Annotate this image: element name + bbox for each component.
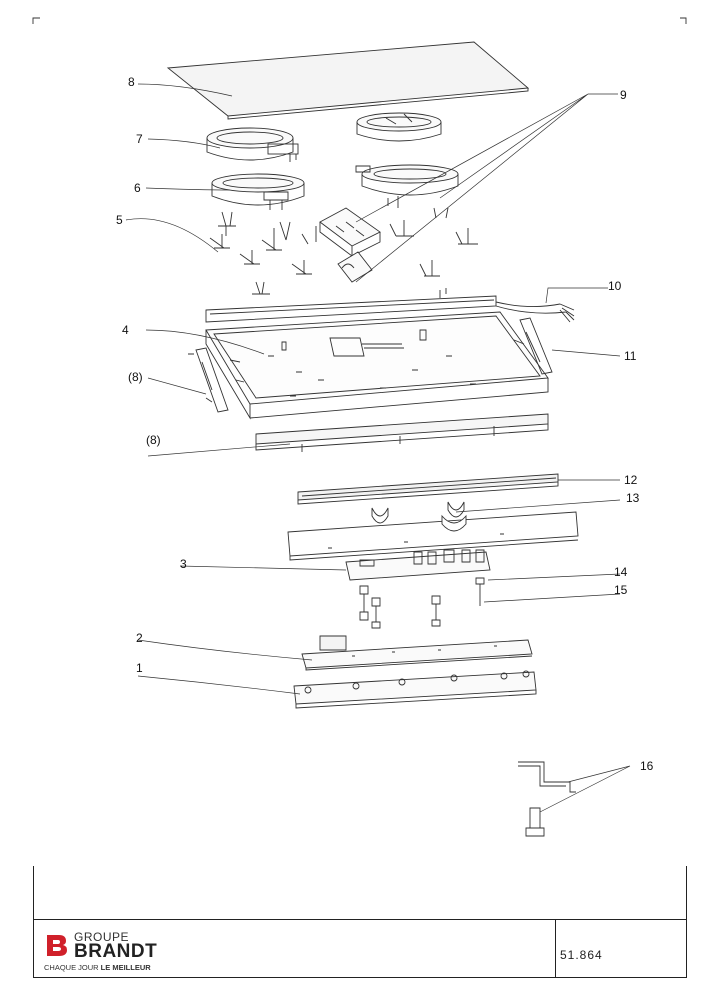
- clip-13: [371, 501, 465, 524]
- callout-11: 11: [624, 349, 637, 363]
- brand-tagline-bold: LE MEILLEUR: [100, 963, 151, 972]
- terminal-block-9: [319, 207, 381, 283]
- callout-12: 12: [624, 473, 638, 487]
- knob-shafts: [359, 585, 441, 629]
- front-trim-rail: [255, 413, 549, 452]
- title-block: GROUPE BRANDT CHAQUE JOUR LE MEILLEUR: [33, 866, 687, 978]
- chassis-4: [205, 311, 549, 420]
- control-rail-12: [297, 473, 559, 505]
- leader-lines: [125, 83, 631, 813]
- heating-element-7: [206, 127, 299, 162]
- callout-16: 16: [640, 759, 654, 773]
- callout-8-front-rail: (8): [146, 433, 161, 447]
- potentiometer-14: [475, 577, 485, 600]
- frame-top-left-mark: [32, 17, 40, 24]
- fixing-bracket-16: [518, 761, 576, 793]
- callout-6: 6: [134, 181, 141, 195]
- brandt-logo: GROUPE BRANDT CHAQUE JOUR LE MEILLEUR: [42, 926, 202, 974]
- brand-name-text: BRANDT: [74, 941, 158, 962]
- support-clips-5: [209, 207, 478, 295]
- heating-element-6: [211, 173, 305, 210]
- callout-14: 14: [614, 565, 628, 579]
- callout-1: 1: [136, 661, 143, 675]
- callout-3: 3: [180, 557, 187, 571]
- side-bracket-11: [513, 317, 553, 375]
- heating-element-top-right: [356, 112, 442, 142]
- title-block-divider: [34, 919, 686, 920]
- callout-13: 13: [626, 491, 640, 505]
- control-support-plate: [287, 511, 579, 561]
- side-bracket-left: [188, 347, 229, 413]
- fascia-1: [293, 670, 537, 709]
- glass-top-part: [166, 41, 530, 120]
- fixing-screw-16: [525, 807, 545, 837]
- brand-tagline-prefix: CHAQUE JOUR: [44, 963, 101, 972]
- brand-groupe-text: GROUPE: [74, 930, 130, 944]
- callout-7: 7: [136, 132, 143, 146]
- callout-8: 8: [128, 75, 135, 89]
- brand-tagline: CHAQUE JOUR LE MEILLEUR: [44, 963, 151, 972]
- brandt-b-icon: [47, 935, 67, 956]
- document-reference: 51.864: [560, 948, 603, 962]
- callout-10: 10: [608, 279, 622, 293]
- power-cable-10: [495, 301, 575, 323]
- title-block-column-divider: [555, 919, 556, 977]
- callout-15: 15: [614, 583, 628, 597]
- electronic-board-3: [345, 549, 491, 581]
- callout-2: 2: [136, 631, 143, 645]
- callout-5: 5: [116, 213, 123, 227]
- heating-element-right: [355, 164, 459, 208]
- callout-4: 4: [122, 323, 129, 337]
- control-panel-2: [301, 635, 533, 671]
- callout-8-left-bracket: (8): [128, 370, 143, 384]
- frame-top-right-mark: [680, 17, 687, 24]
- callout-9: 9: [620, 88, 627, 102]
